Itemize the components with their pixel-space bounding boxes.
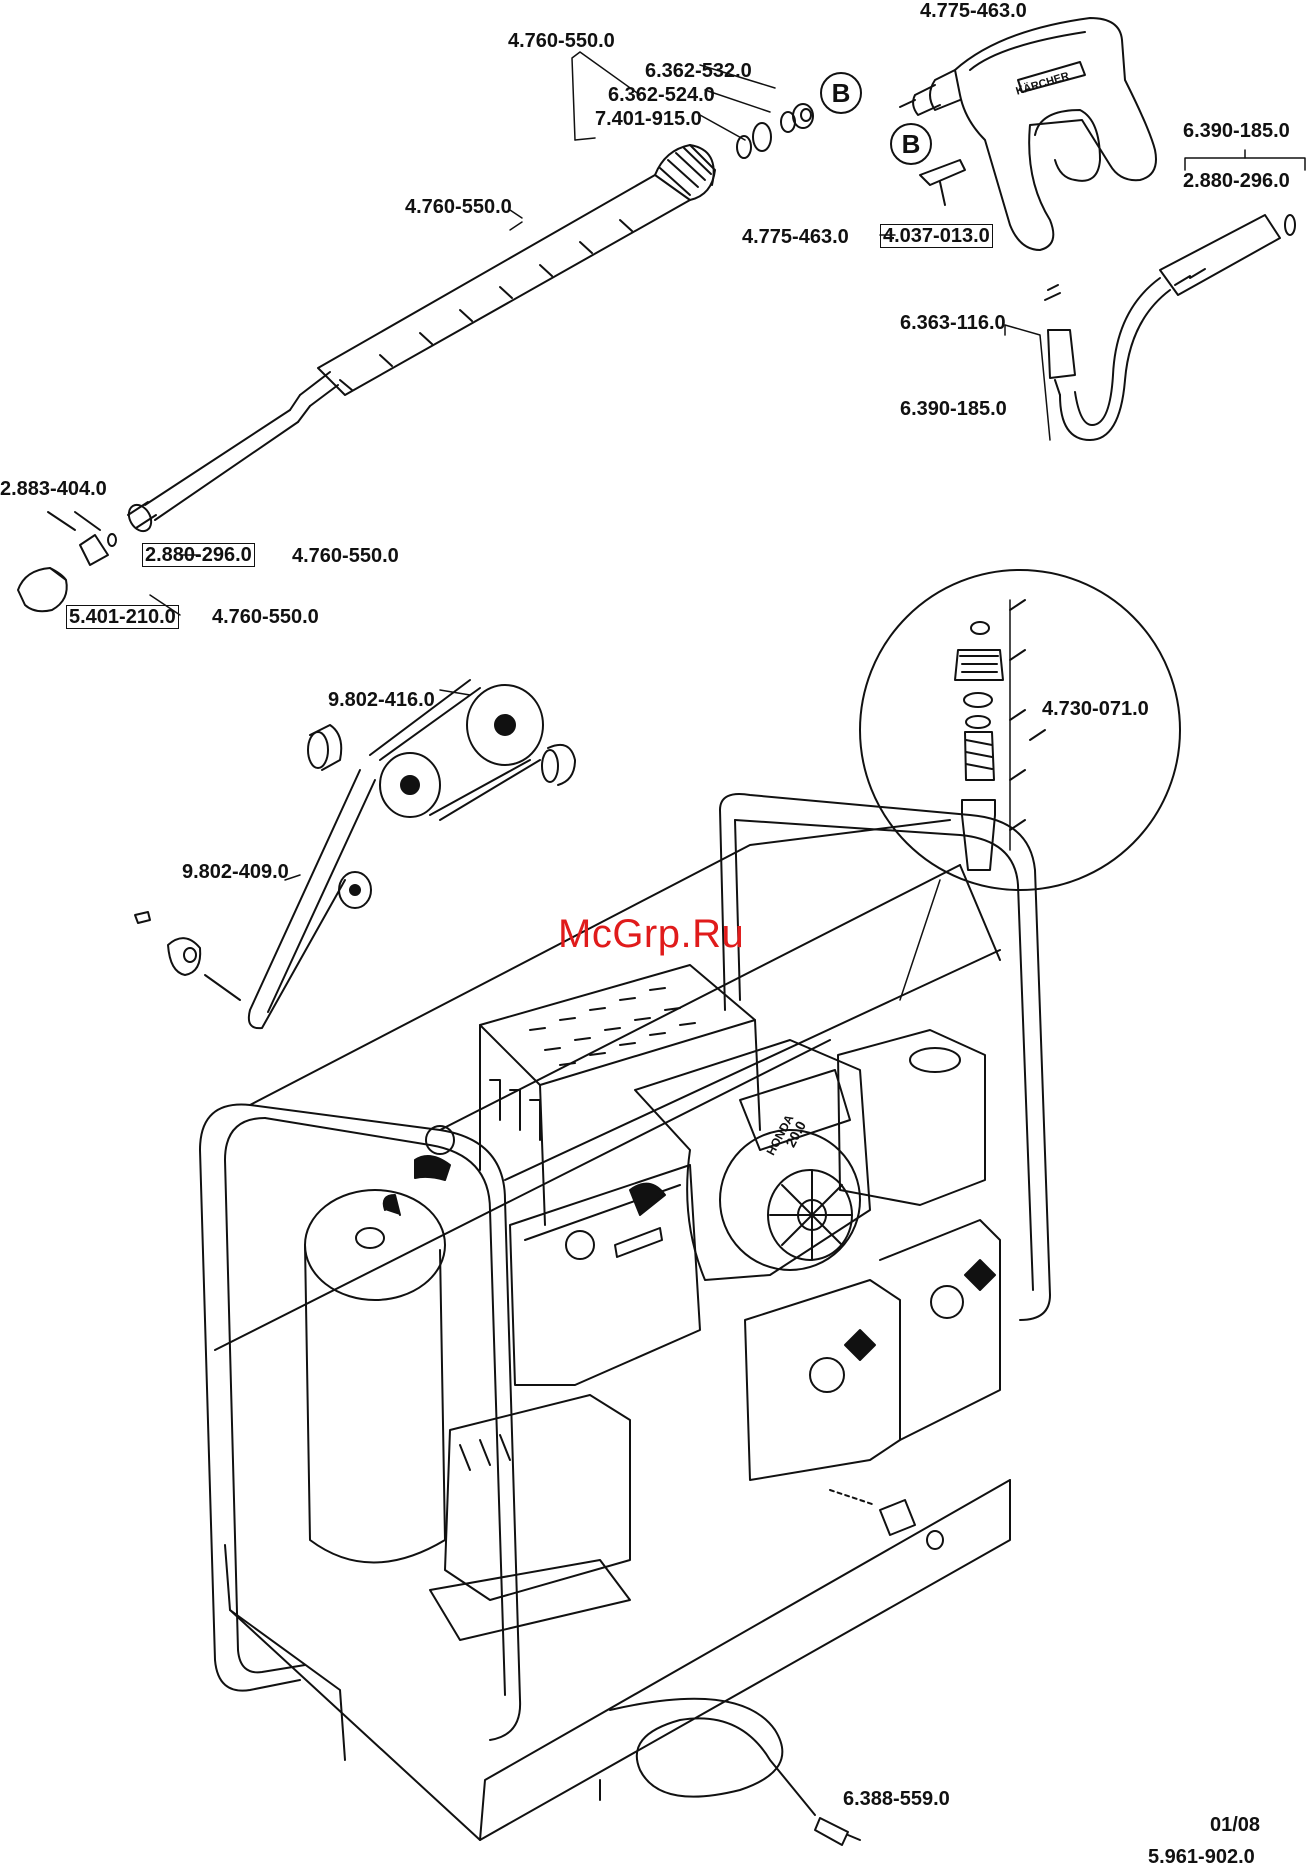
spray-lance [127, 144, 716, 533]
label-nozzle-holder: 2.883-404.0 [0, 478, 107, 500]
suction-hose [609, 1697, 861, 1846]
label-gun-nipple: 2.880-296.0 [1183, 170, 1290, 192]
label-nozzle-cap: 5.401-210.0 [66, 605, 179, 629]
callout-b-top: B [820, 72, 862, 114]
label-hose-assembly-gun: 6.390-185.0 [1183, 120, 1290, 142]
pressure-washer-unit [199, 793, 1051, 1841]
label-v-belt: 9.802-409.0 [182, 861, 289, 883]
label-filter-assembly: 4.730-071.0 [1042, 698, 1149, 720]
trigger-gun [899, 17, 1157, 396]
label-washer: 6.362-524.0 [608, 84, 715, 106]
belt-and-pulleys [134, 679, 576, 1030]
gun-leader-lines [879, 149, 1306, 441]
label-trigger-gun: 4.775-463.0 [920, 0, 1027, 22]
label-lance-grip: 4.760-550.0 [405, 196, 512, 218]
label-gun-hose: 6.390-185.0 [900, 398, 1007, 420]
footer-doc-number: 5.961-902.0 [1148, 1846, 1255, 1868]
label-swivel: 6.363-116.0 [900, 312, 1006, 334]
label-suction-hose: 6.388-559.0 [843, 1788, 950, 1810]
label-belt-pulley: 9.802-416.0 [328, 689, 435, 711]
label-nozzle-nipple: 2.880-296.0 [142, 543, 255, 567]
callout-b-gun: B [890, 123, 932, 165]
machine-leader-lines [149, 554, 471, 881]
label-lance-assembly-top: 4.760-550.0 [508, 30, 615, 52]
label-nozzle-cap-ref: 4.760-550.0 [212, 606, 319, 628]
label-nozzle-nipple-ref: 4.760-550.0 [292, 545, 399, 567]
label-trigger-guard: 4.037-013.0 [880, 224, 993, 248]
gun-hose [1059, 214, 1296, 441]
o-ring-parts [736, 103, 814, 159]
label-screw-joint: 6.362-532.0 [645, 60, 752, 82]
footer-date: 01/08 [1210, 1814, 1261, 1836]
nozzle-parts [17, 511, 117, 613]
label-o-ring: 7.401-915.0 [595, 108, 702, 130]
lance-leader-lines [509, 51, 776, 231]
label-gun-ref: 4.775-463.0 [742, 226, 849, 248]
watermark: McGrp.Ru [558, 912, 745, 956]
